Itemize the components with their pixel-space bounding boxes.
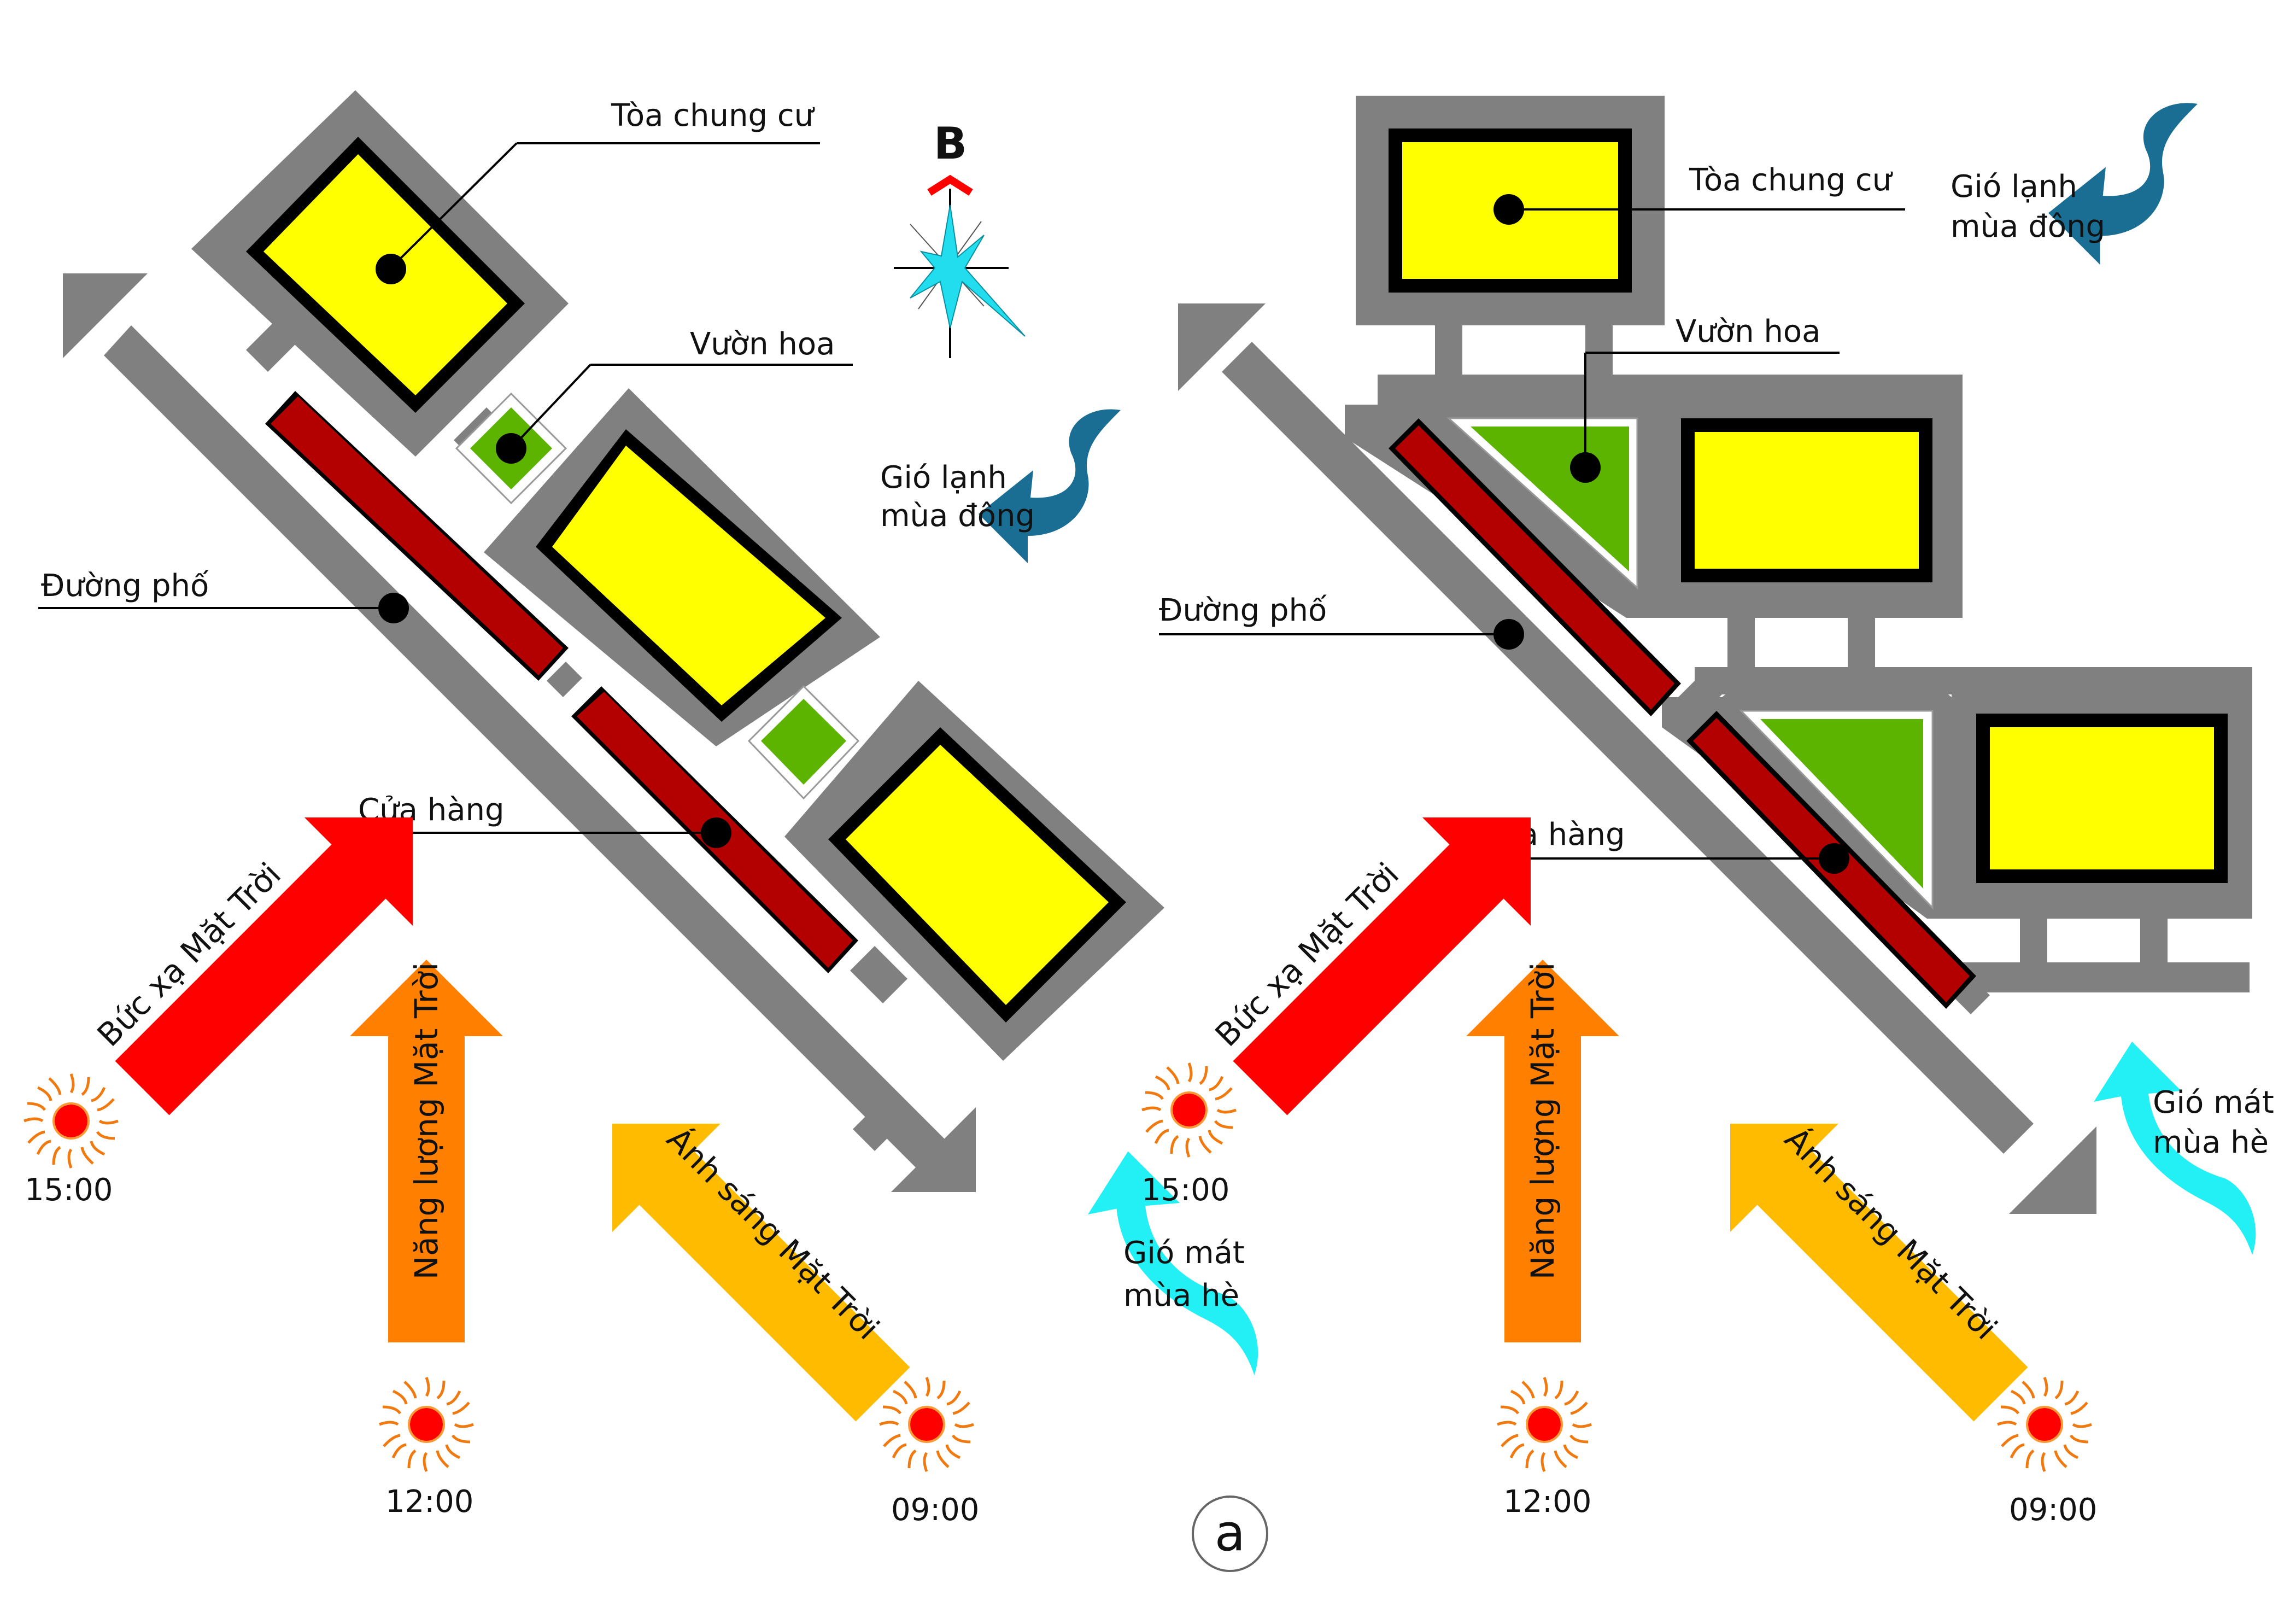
apartment-label: Tòa chung cư <box>1689 162 1893 198</box>
right-apartment-3 <box>1662 667 2252 1014</box>
energy-arrow: Năng lượng Mặt Trời <box>1466 960 1619 1342</box>
shop-marker <box>1819 843 1849 874</box>
svg-text:Năng lượng Mặt Trời: Năng lượng Mặt Trời <box>408 962 445 1280</box>
right-street <box>1178 303 2096 1214</box>
summer-wind-label-line2: mùa hè <box>2153 1125 2269 1160</box>
sun-icon <box>1497 1377 1591 1471</box>
left-apartment-2 <box>484 388 880 746</box>
summer-wind-label-line1: Gió mát <box>2153 1085 2274 1120</box>
sun-icon <box>1998 1377 2092 1471</box>
time-label-0900: 09:00 <box>2009 1492 2097 1528</box>
garden-label: Vườn hoa <box>1676 314 1820 349</box>
compass-rose-icon: B <box>894 118 1026 358</box>
left-garden-2 <box>747 685 860 800</box>
winter-wind-label-line1: Gió lạnh <box>1951 169 2077 205</box>
time-label-1500: 15:00 <box>1141 1172 1229 1208</box>
right-apartment-2 <box>1345 375 1963 670</box>
energy-arrow: Năng lượng Mặt Trời <box>350 960 503 1342</box>
sun-icon <box>880 1377 974 1471</box>
sun-icon <box>1142 1063 1236 1157</box>
sun-icon <box>379 1377 473 1471</box>
apartment-label: Tòa chung cư <box>611 98 815 133</box>
time-label-1500: 15:00 <box>25 1172 113 1208</box>
svg-text:B: B <box>934 118 967 169</box>
street-marker <box>1493 619 1524 650</box>
figure-label: a <box>1192 1496 1268 1572</box>
winter-wind-label-line2: mùa đông <box>880 498 1035 534</box>
street-label: Đường phố <box>1159 593 1327 628</box>
left-shop-1 <box>265 391 582 697</box>
left-street <box>63 273 976 1192</box>
summer-wind-label-line1: Gió mát <box>1123 1235 1245 1271</box>
time-label-1200: 12:00 <box>1503 1484 1591 1520</box>
sun-icon <box>24 1074 118 1168</box>
shop-marker <box>701 817 731 848</box>
street-marker <box>378 593 409 623</box>
garden-label: Vườn hoa <box>690 326 835 362</box>
summer-wind-label-line2: mùa hè <box>1123 1278 1239 1313</box>
svg-text:a: a <box>1215 1504 1245 1562</box>
winter-wind-label-line2: mùa đông <box>1951 209 2105 244</box>
street-label: Đường phố <box>41 568 209 604</box>
right-shop-1 <box>1389 418 1711 719</box>
left-apartment-3 <box>784 681 1164 1061</box>
apartment-marker <box>376 254 406 284</box>
winter-wind-label-line1: Gió lạnh <box>880 460 1007 495</box>
right-garden-2 <box>1739 710 1934 910</box>
left-panel: Tòa chung cư Vườn hoa Đường phố Cửa hàng… <box>24 90 1258 1528</box>
svg-text:Năng lượng Mặt Trời: Năng lượng Mặt Trời <box>1524 962 1561 1280</box>
right-panel: Tòa chung cư Vườn hoa Đường phố Cửa hàng… <box>1141 96 2274 1528</box>
garden-marker <box>1570 452 1601 483</box>
time-label-0900: 09:00 <box>891 1492 979 1528</box>
garden-marker <box>496 433 526 464</box>
time-label-1200: 12:00 <box>385 1484 473 1520</box>
right-apartment-1 <box>1356 96 1665 375</box>
apartment-marker <box>1493 194 1524 225</box>
